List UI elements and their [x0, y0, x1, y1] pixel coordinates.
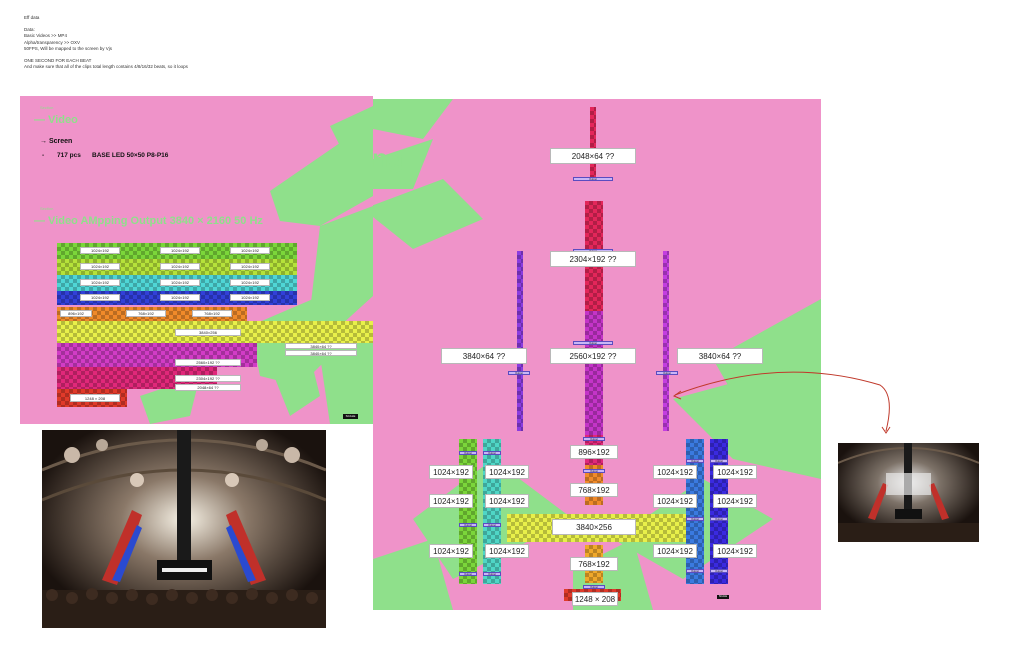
strip-tag: Output [583, 469, 605, 473]
strip-tag: Output [483, 572, 501, 576]
size-label: 2304×192 ?? [175, 375, 241, 382]
corner-badge: SCALE [343, 414, 358, 419]
strip-tag: Output [583, 437, 605, 441]
strip-tag: Output [686, 517, 704, 521]
size-label: 1024×192 [160, 263, 200, 270]
size-label-1024: 1024×192 [429, 494, 473, 508]
concert-stage-thumbnail [838, 443, 979, 542]
size-label: 768×192 [126, 310, 166, 317]
size-label-768: 768×192 [570, 483, 618, 497]
size-label-1024: 1024×192 [429, 544, 473, 558]
grid-row-magenta [57, 343, 257, 367]
strip-tag: Output [710, 569, 728, 573]
curved-arrow-icon [672, 371, 891, 434]
column-3840-right [663, 251, 669, 431]
strip-tag: Output [686, 459, 704, 463]
size-label: 1248 × 208 [70, 394, 120, 402]
notes-line: Alpha/transparency >> OXV [24, 39, 81, 45]
corner-badge: SCALE [717, 595, 729, 599]
strip-tag: Output [483, 523, 501, 527]
size-label-2304: 2304×192 ?? [550, 251, 636, 267]
pcs-spec: BASE LED 50×50 P8-P16 [92, 152, 169, 159]
pcs-dash: - [42, 152, 45, 159]
size-label-768: 768×192 [570, 557, 618, 571]
notes-line: Basic Videos >> MP4 [24, 33, 67, 39]
strip-tag: Output [459, 572, 477, 576]
size-label: 3840×64 ?? [285, 350, 357, 356]
size-label-1024: 1024×192 [713, 465, 757, 479]
notes-block: Eff data Data: Basic Videos >> MP4 Alpha… [24, 15, 188, 70]
section-label: Section [40, 206, 54, 211]
size-label: 1024×192 [160, 294, 200, 301]
column-green-left [459, 439, 477, 584]
strip-tag: Output [573, 341, 613, 345]
grid-row-pink [57, 367, 217, 389]
strip-tag: Output [459, 451, 477, 455]
size-label: 1024×192 [230, 279, 270, 286]
size-label-2048: 2048×64 ?? [550, 148, 636, 164]
size-label: 1024×192 [230, 247, 270, 254]
strip-tag: Output [686, 569, 704, 573]
size-label: 2560×192 ?? [175, 359, 241, 366]
column-cyan-left [483, 439, 501, 584]
size-label-1024: 1024×192 [653, 465, 697, 479]
pcs-count: 717 pcs [57, 152, 81, 159]
size-label-1024: 1024×192 [713, 544, 757, 558]
size-label: 1024×192 [80, 247, 120, 254]
column-3840-left [517, 251, 523, 431]
notes-line: And make sure that all of the clips tota… [24, 64, 188, 70]
size-label-1024: 1024×192 [485, 544, 529, 558]
size-label: 1024×192 [230, 263, 270, 270]
size-label-1024: 1024×192 [713, 494, 757, 508]
size-label-1248: 1248 × 208 [572, 592, 618, 606]
strip-tag: Output [710, 517, 728, 521]
size-label: 896×192 [60, 310, 92, 317]
video-heading: — Video [34, 114, 78, 126]
notes-title: Eff data [24, 15, 40, 20]
size-label-2560: 2560×192 ?? [550, 348, 636, 364]
size-label-1024: 1024×192 [653, 544, 697, 558]
screen-label: → Screen [40, 138, 73, 145]
notes-line: ONE SECOND FOR EACH BEAT [24, 58, 92, 64]
strip-2048 [590, 107, 596, 181]
strip-tag: Output [710, 459, 728, 463]
size-label-3840-256: 3840×256 [552, 519, 636, 535]
size-label: 1024×192 [80, 279, 120, 286]
strip-tag: Output [483, 451, 501, 455]
concert-stage-photo [42, 430, 326, 628]
size-label: 1024×192 [230, 294, 270, 301]
concert-stage-thumbnail-art [838, 443, 979, 542]
size-label-1024: 1024×192 [429, 465, 473, 479]
strip-tag: Output [583, 585, 605, 589]
size-label-3840-right: 3840×64 ?? [677, 348, 763, 364]
led-layout-panel[interactable]: Output Output Output Output Output Outpu… [373, 99, 821, 610]
size-label: 1024×192 [160, 247, 200, 254]
size-label: 1024×192 [160, 279, 200, 286]
column-2560 [585, 311, 603, 435]
size-label: 1024×192 [80, 263, 120, 270]
size-label: 2048×64 ?? [175, 384, 241, 391]
section-label: Section [40, 105, 54, 110]
size-label-896: 896×192 [570, 445, 618, 459]
size-label: 1024×192 [80, 294, 120, 301]
overlay-word: ng [372, 143, 404, 173]
concert-stage-photo-art [42, 430, 326, 628]
size-label-1024: 1024×192 [485, 494, 529, 508]
strip-tag: Output [573, 177, 613, 181]
notes-line: 50FPS, Will be mapped to the screen by V… [24, 45, 113, 51]
size-label-1024: 1024×192 [653, 494, 697, 508]
strip-tag: Output [459, 523, 477, 527]
size-label: 768×192 [192, 310, 232, 317]
output-heading: — Video AMpping Output 3840 × 2160 50 Hz [34, 215, 263, 227]
notes-line: Data: [24, 27, 35, 33]
size-label: 3840×64 ?? [285, 343, 357, 349]
size-label-3840-left: 3840×64 ?? [441, 348, 527, 364]
video-mapping-slide[interactable]: Section — Video → Screen - 717 pcs BASE … [20, 96, 373, 424]
strip-tag: Output [508, 371, 530, 375]
strip-tag: Output [656, 371, 678, 375]
size-label: 3840×256 [175, 329, 241, 336]
size-label-1024: 1024×192 [485, 465, 529, 479]
